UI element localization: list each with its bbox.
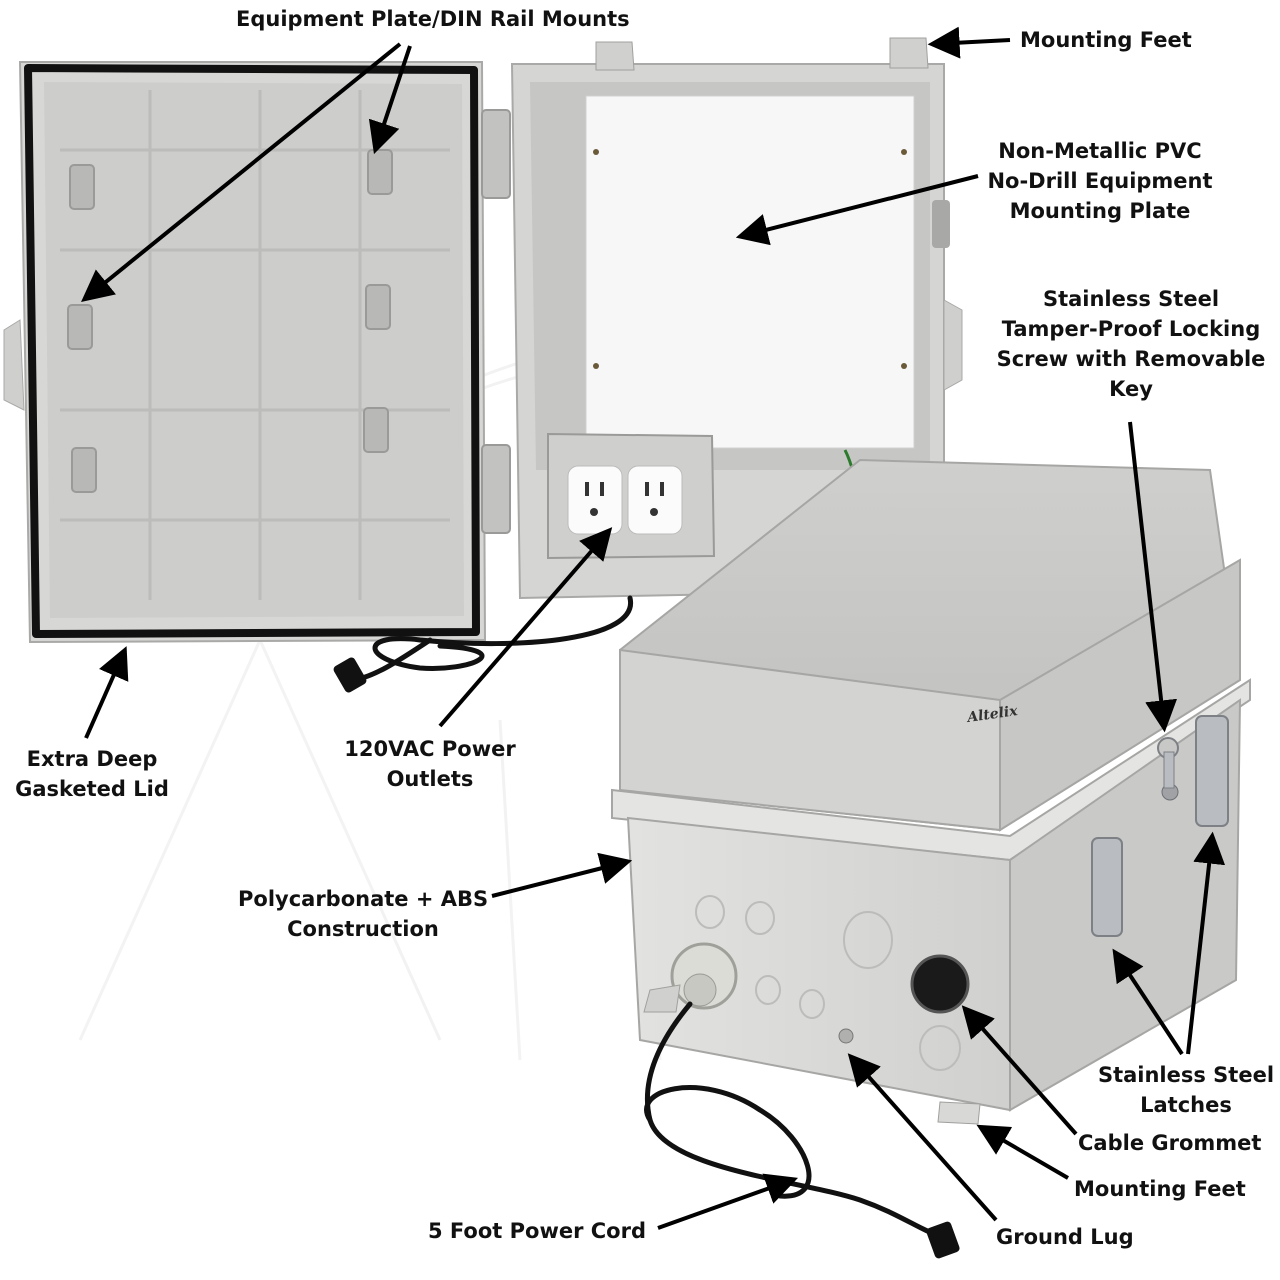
arrow-cable-grommet	[961, 1005, 1078, 1136]
label-mounting-feet-top: Mounting Feet	[1020, 28, 1192, 52]
pvc-mounting-plate	[585, 95, 915, 449]
label-pvc-plate: Non-Metallic PVC No-Drill Equipment Moun…	[987, 139, 1213, 223]
arrow-power-cord	[657, 1173, 799, 1230]
arrow-power-outlets	[438, 527, 613, 728]
label-construction: Polycarbonate + ABS Construction	[238, 887, 489, 941]
hinges	[481, 109, 511, 534]
latches	[1091, 715, 1229, 937]
callout-arrows	[81, 26, 1226, 1230]
label-gasketed-lid: Extra Deep Gasketed Lid	[15, 747, 169, 801]
arrow-equipment-plate-base	[368, 45, 412, 155]
label-ground-lug: Ground Lug	[996, 1225, 1134, 1249]
closed-enclosure: Altelix	[611, 458, 1251, 1125]
locking-screw-key	[1157, 737, 1179, 801]
arrow-latch-2	[1186, 831, 1226, 1055]
gasketed-lid	[3, 61, 487, 644]
label-power-cord: 5 Foot Power Cord	[428, 1219, 646, 1243]
brand-logo: Altelix	[964, 703, 1019, 726]
arrow-equipment-plate-lid	[81, 42, 402, 303]
label-latches: Stainless Steel Latches	[1097, 1063, 1275, 1117]
label-power-outlets: 120VAC Power Outlets	[344, 737, 516, 791]
label-locking-screw: Stainless Steel Tamper-Proof Locking Scr…	[996, 287, 1266, 401]
cable-grommet	[910, 954, 970, 1014]
label-mounting-feet-bottom: Mounting Feet	[1074, 1177, 1246, 1201]
arrow-construction	[491, 852, 633, 898]
label-equipment-plate: Equipment Plate/DIN Rail Mounts	[236, 7, 630, 31]
arrow-pvc-plate	[735, 174, 979, 246]
arrow-ground-lug	[847, 1053, 998, 1222]
label-cable-grommet: Cable Grommet	[1078, 1131, 1262, 1155]
arrow-mounting-feet-top	[927, 26, 1011, 59]
arrow-mounting-feet-bottom	[976, 1124, 1070, 1180]
open-enclosure-base	[510, 37, 963, 600]
power-cord-bottom	[644, 1001, 943, 1239]
ground-lug	[838, 1028, 854, 1044]
arrow-latch-1	[1112, 948, 1184, 1056]
arrow-locking-screw	[1128, 421, 1178, 733]
arrow-gasketed-lid	[84, 646, 129, 739]
